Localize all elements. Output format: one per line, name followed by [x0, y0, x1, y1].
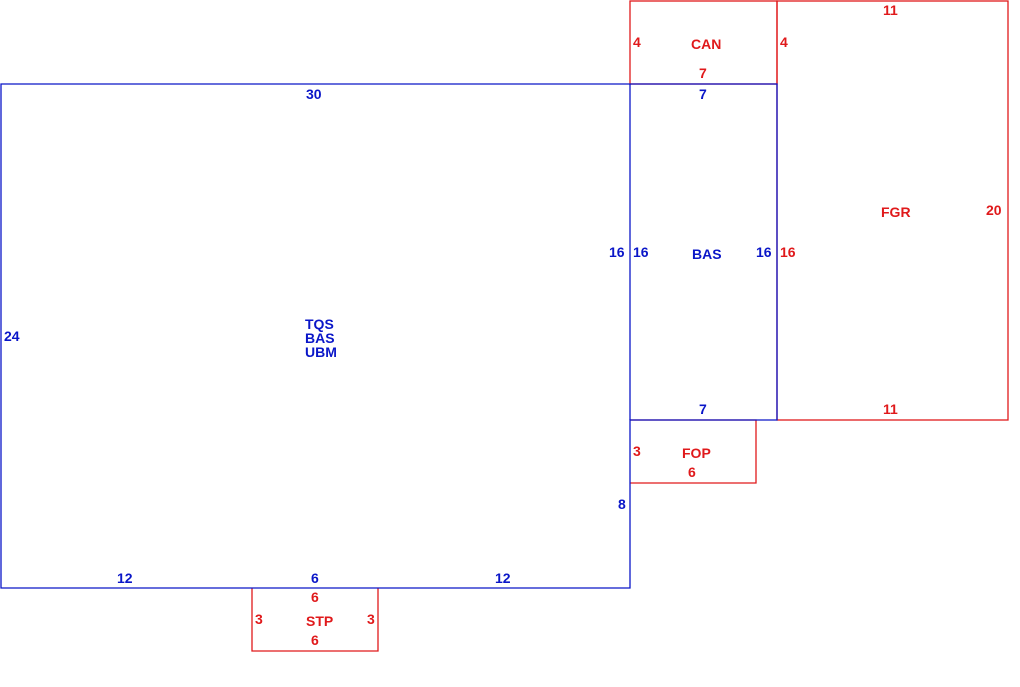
- fop-label: FOP: [682, 445, 711, 461]
- fgr-dim-right: 20: [986, 202, 1002, 218]
- bas-dim-right: 16: [756, 244, 772, 260]
- can-dim-bottom: 7: [699, 65, 707, 81]
- stp-dim-top: 6: [311, 589, 319, 605]
- bas-dim-bottom: 7: [699, 401, 707, 417]
- main-area-label-tqs: TQS: [305, 316, 334, 332]
- main-dim-bottom-mid: 6: [311, 570, 319, 586]
- bas-dim-left: 16: [633, 244, 649, 260]
- fgr-label: FGR: [881, 204, 911, 220]
- fgr-dim-bottom: 11: [883, 401, 898, 417]
- main-dim-bottom-left: 12: [117, 570, 133, 586]
- can-label: CAN: [691, 36, 721, 52]
- main-dim-right-upper: 16: [609, 244, 625, 260]
- main-dim-bottom-right: 12: [495, 570, 511, 586]
- stp-dim-bottom: 6: [311, 632, 319, 648]
- stp-dim-left: 3: [255, 611, 263, 627]
- stp-dim-right: 3: [367, 611, 375, 627]
- fgr-dim-left: 16: [780, 244, 796, 260]
- main-area-outline: [0, 83, 778, 589]
- main-dim-left: 24: [4, 328, 20, 344]
- stp-outline: [251, 588, 379, 652]
- bas-label: BAS: [692, 246, 722, 262]
- fop-dim-bottom: 6: [688, 464, 696, 480]
- main-area-label-bas: BAS: [305, 330, 335, 346]
- can-dim-right: 4: [780, 34, 788, 50]
- main-dim-top: 30: [306, 86, 322, 102]
- can-dim-left: 4: [633, 34, 641, 50]
- stp-label: STP: [306, 613, 333, 629]
- bas-dim-top: 7: [699, 86, 707, 102]
- main-dim-right-lower: 8: [618, 496, 626, 512]
- main-area-label-ubm: UBM: [305, 344, 337, 360]
- fop-dim-left: 3: [633, 443, 641, 459]
- fgr-dim-top: 11: [883, 2, 898, 18]
